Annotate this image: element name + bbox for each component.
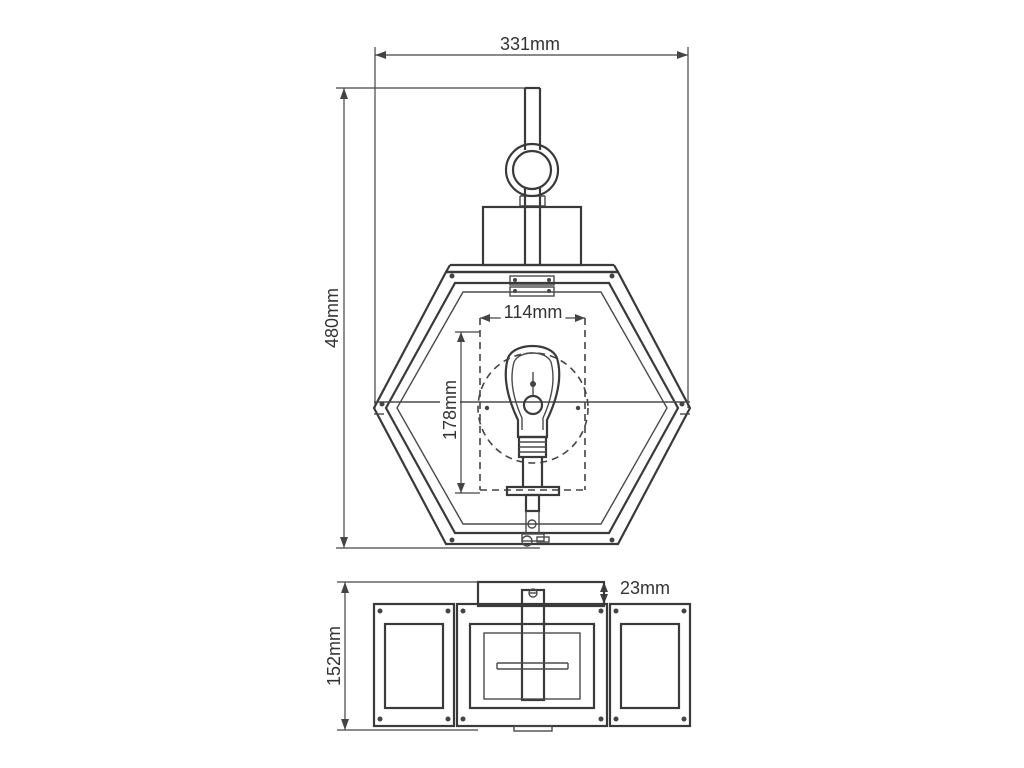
backplate bbox=[476, 580, 606, 608]
left-side-panel bbox=[372, 602, 456, 728]
right-side-panel bbox=[608, 602, 692, 728]
height-dimension: 480mm bbox=[322, 87, 540, 549]
socket-width-dimension: 114mm bbox=[480, 302, 585, 322]
socket-width-label-knockout bbox=[500, 302, 566, 322]
depth-dimension: 152mm bbox=[324, 581, 478, 731]
width-dimension: 331mm bbox=[374, 34, 689, 408]
front-view: 331mm 480mm bbox=[322, 34, 692, 549]
bulb-icon bbox=[504, 345, 561, 487]
bottom-tab bbox=[513, 725, 553, 732]
hexagon-frame bbox=[372, 270, 692, 546]
socket-height-label-knockout bbox=[440, 376, 460, 444]
bottom-latch bbox=[521, 519, 550, 547]
wall-arm bbox=[519, 86, 546, 265]
top-arm bbox=[520, 588, 546, 702]
backplate-label: 23mm bbox=[620, 578, 670, 598]
socket-height-dimension: 178mm bbox=[440, 331, 480, 494]
width-label: 331mm bbox=[500, 34, 560, 54]
height-label: 480mm bbox=[322, 288, 342, 348]
top-cap bbox=[445, 205, 619, 274]
socket-width-label: 114mm bbox=[504, 302, 563, 322]
bottom-mount bbox=[505, 485, 561, 533]
socket-height-label: 178mm bbox=[440, 380, 460, 440]
top-mounting-plate bbox=[509, 275, 555, 297]
depth-label: 152mm bbox=[324, 626, 344, 686]
center-panel bbox=[455, 602, 609, 728]
top-view: 152mm 23mm bbox=[324, 578, 692, 732]
socket-outline bbox=[477, 318, 589, 491]
hanging-ring bbox=[504, 142, 560, 198]
